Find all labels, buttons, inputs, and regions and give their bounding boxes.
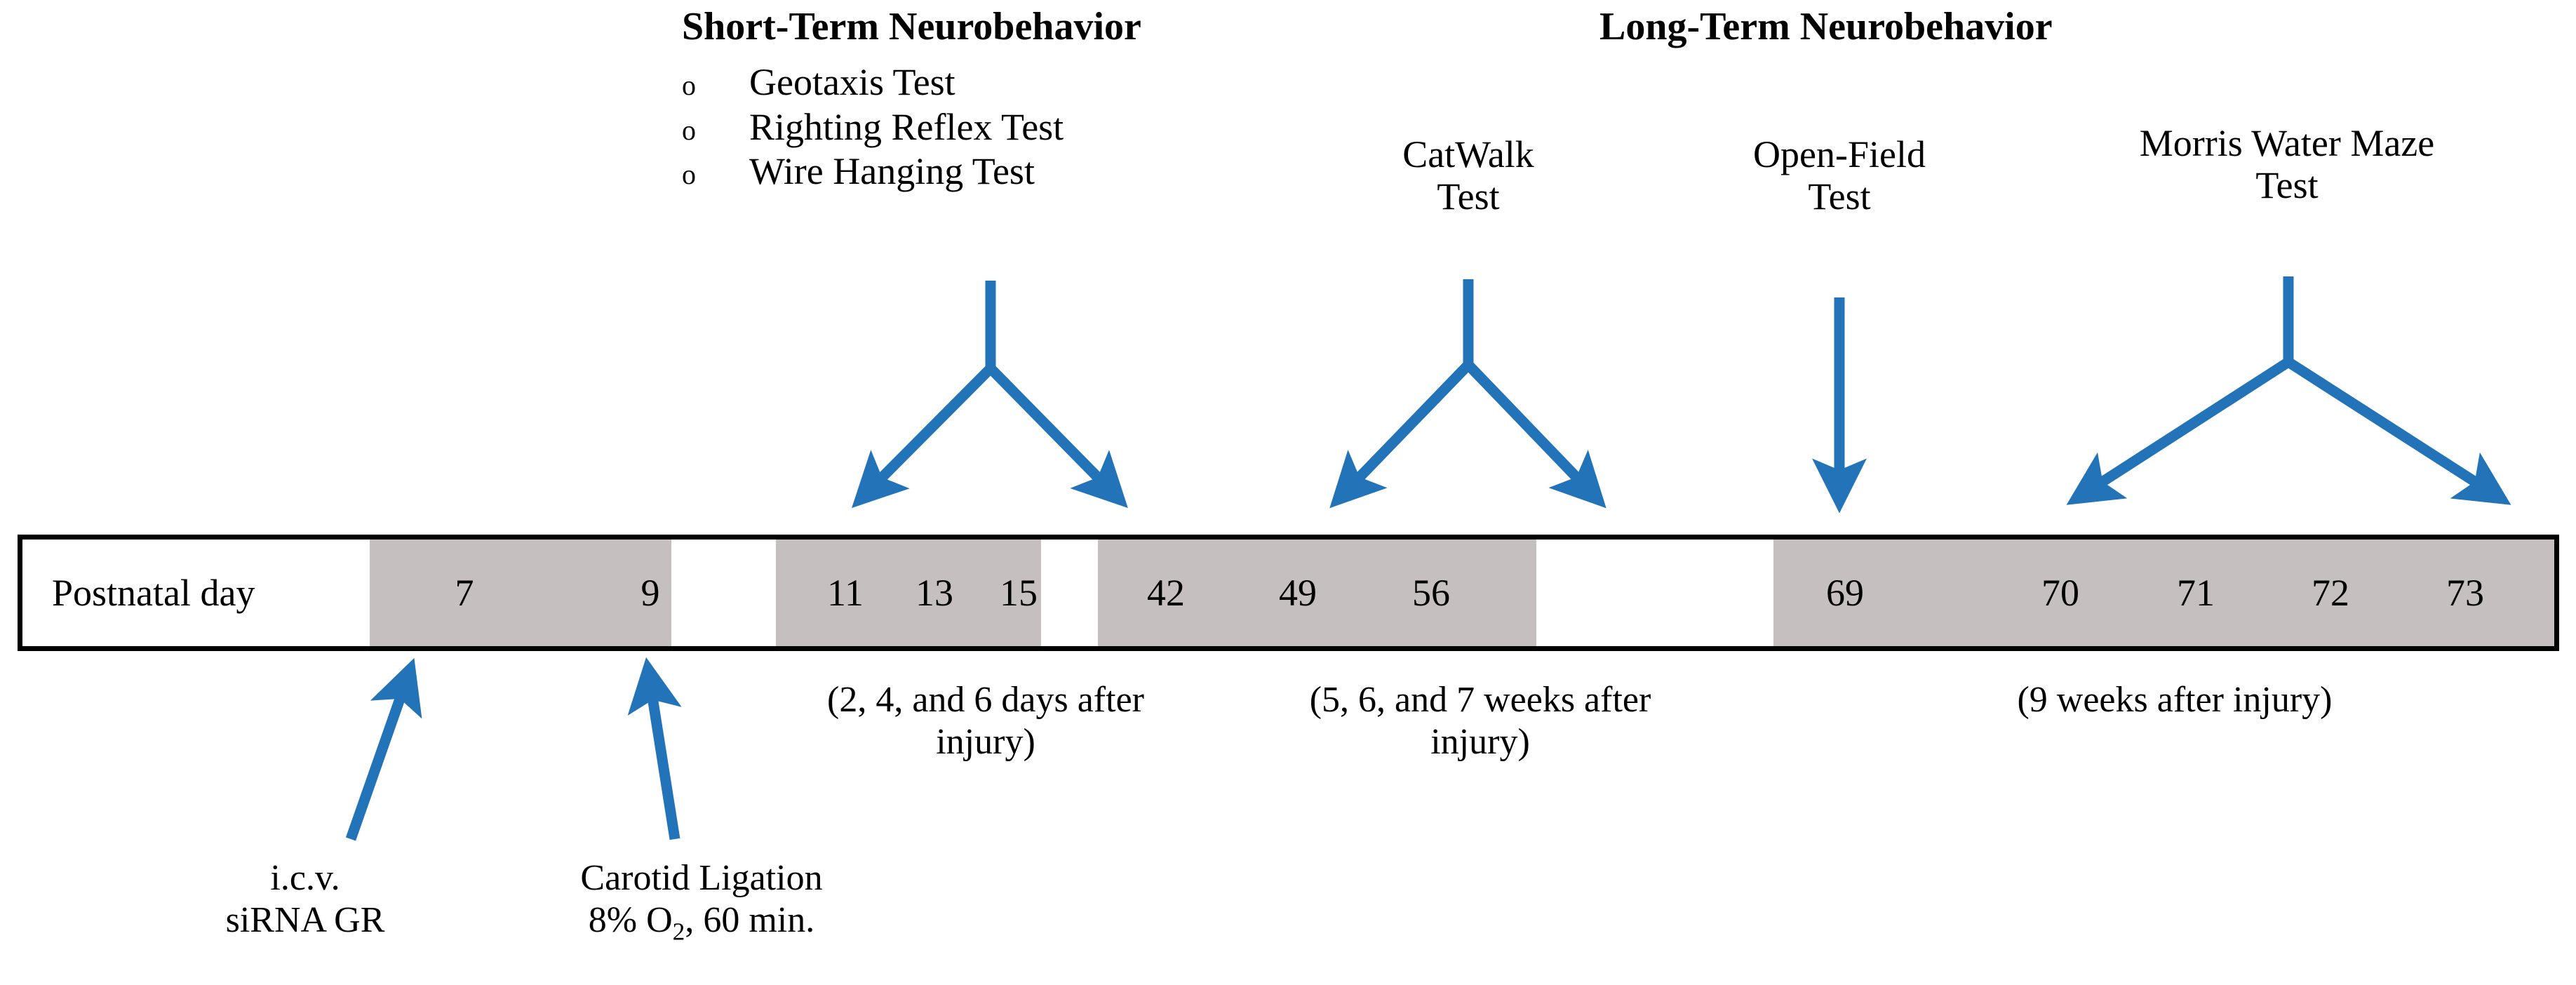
arrow-catwalk-branch <box>1329 279 1606 509</box>
list-item: o Righting Reflex Test <box>682 105 1064 150</box>
caption-catwalk-line1: (5, 6, and 7 weeks after <box>1309 680 1651 720</box>
test-name-righting-reflex: Righting Reflex Test <box>749 105 1064 148</box>
test-label-open-field: Open-Field Test <box>1685 133 1994 218</box>
test-label-morris-line2: Test <box>2255 164 2319 207</box>
timeline-bar: Postnatal day 7 9 11 13 15 42 49 56 69 7… <box>18 535 2559 651</box>
timeline-day-73: 73 <box>2446 572 2484 614</box>
annotation-carotid-o2-subscript: 2 <box>672 917 685 946</box>
annotation-icv-line1: i.c.v. <box>270 858 340 898</box>
test-label-catwalk-line2: Test <box>1437 175 1500 218</box>
caption-short-term: (2, 4, and 6 days after injury) <box>775 679 1196 764</box>
arrow-carotid-ligation <box>627 657 682 840</box>
timeline-segment-long-term <box>1773 540 2554 646</box>
timeline-day-56: 56 <box>1412 572 1450 614</box>
bullet-circle-icon: o <box>682 159 696 191</box>
timeline-segment-intervention <box>370 540 671 646</box>
timeline-segment-catwalk <box>1098 540 1536 646</box>
timeline-day-69: 69 <box>1826 572 1864 614</box>
short-term-test-list: o Geotaxis Test o Righting Reflex Test o… <box>682 60 1064 194</box>
test-label-morris-water-maze: Morris Water Maze Test <box>2052 122 2522 207</box>
test-name-wire-hanging: Wire Hanging Test <box>749 150 1035 193</box>
group-heading-short-term: Short-Term Neurobehavior <box>682 5 1141 48</box>
test-label-catwalk: CatWalk Test <box>1328 133 1609 218</box>
arrow-morris-water-maze-branch <box>2066 276 2511 505</box>
list-item: o Geotaxis Test <box>682 60 1064 105</box>
caption-long-term: (9 weeks after injury) <box>1964 679 2385 721</box>
timeline-day-42: 42 <box>1147 572 1185 614</box>
timeline-day-13: 13 <box>915 572 953 614</box>
timeline-day-71: 71 <box>2177 572 2215 614</box>
list-item: o Wire Hanging Test <box>682 149 1064 194</box>
test-name-geotaxis: Geotaxis Test <box>749 61 955 103</box>
timeline-day-70: 70 <box>2041 572 2079 614</box>
timeline-day-49: 49 <box>1279 572 1317 614</box>
annotation-carotid-o2-pre: 8% O <box>588 900 673 941</box>
timeline-segment-short-term <box>776 540 1041 646</box>
caption-catwalk: (5, 6, and 7 weeks after injury) <box>1256 679 1705 764</box>
annotation-carotid-ligation: Carotid Ligation 8% O2, 60 min. <box>491 857 912 946</box>
bullet-circle-icon: o <box>682 114 696 146</box>
annotation-icv-sirna: i.c.v. siRNA GR <box>130 857 481 942</box>
test-label-catwalk-line1: CatWalk <box>1402 133 1534 175</box>
arrow-icv-sirna <box>345 657 422 841</box>
test-label-morris-line1: Morris Water Maze <box>2139 122 2435 164</box>
annotation-carotid-line2: 8% O2, 60 min. <box>491 899 912 946</box>
caption-catwalk-line2: injury) <box>1430 722 1530 763</box>
timeline-day-15: 15 <box>1000 572 1038 614</box>
annotation-icv-line2: siRNA GR <box>225 900 385 941</box>
timeline-day-9: 9 <box>640 572 660 614</box>
timeline-day-72: 72 <box>2312 572 2349 614</box>
group-heading-long-term: Long-Term Neurobehavior <box>1599 5 2053 48</box>
caption-long-term-line1: (9 weeks after injury) <box>2017 680 2333 720</box>
caption-short-term-line1: (2, 4, and 6 days after <box>827 680 1144 720</box>
test-label-open-field-line1: Open-Field <box>1753 133 1926 175</box>
annotation-carotid-o2-post: , 60 min. <box>685 900 815 941</box>
timeline-day-7: 7 <box>455 572 474 614</box>
bullet-circle-icon: o <box>682 69 696 101</box>
test-label-open-field-line2: Test <box>1808 175 1871 218</box>
caption-short-term-line2: injury) <box>936 722 1035 763</box>
annotation-carotid-line1: Carotid Ligation <box>580 858 823 898</box>
timeline-day-11: 11 <box>827 572 864 614</box>
timeline-row-label: Postnatal day <box>52 572 255 614</box>
arrow-short-term-branch <box>852 281 1128 509</box>
